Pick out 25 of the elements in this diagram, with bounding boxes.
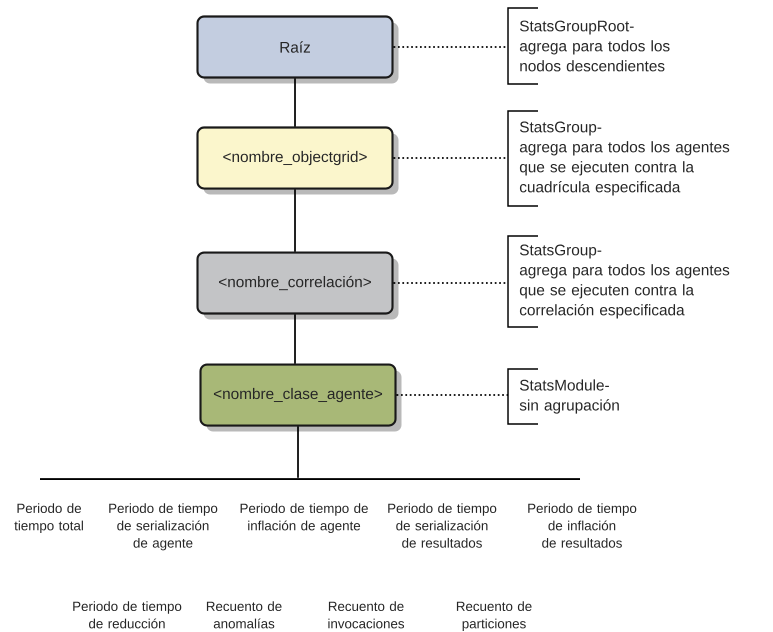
- leader-line: [394, 282, 508, 284]
- connector-line: [294, 314, 296, 364]
- leader-line: [394, 46, 508, 48]
- process-box: <nombre_clase_agente>: [199, 363, 402, 432]
- metric-label: Periodo de tiempo de reducción: [73, 601, 182, 628]
- leader-line: [396, 394, 508, 396]
- connector-line: [297, 426, 299, 478]
- metric-label: Recuento de particiones: [456, 601, 532, 632]
- bracketed-note: StatsGroupRoot- agrega para todos los nodos descendientes: [507, 7, 670, 85]
- bracketed-note: StatsModule- sin agrupación: [507, 368, 619, 425]
- metric-label: Periodo de tiempo de serialización de agente: [109, 503, 218, 550]
- metric-label: Periodo de tiempo de serialización de resultados: [388, 503, 496, 548]
- metric-label: Recuento de invocaciones: [328, 601, 404, 628]
- connector-line: [294, 78, 296, 126]
- process-box: <nombre_correlación>: [196, 251, 398, 320]
- metric-label: Recuento de anomalías: [206, 601, 282, 628]
- bracketed-note: StatsGroup- agrega para todos los agentes que se ejecuten contra la correlación especificada: [507, 235, 730, 328]
- leader-line: [394, 157, 508, 159]
- metric-label: Periodo de tiempo de inflación de agente: [240, 503, 368, 534]
- metric-label: Periodo de tiempo de inflación de resultados: [528, 503, 636, 548]
- metric-label: Periodo de tiempo total: [14, 503, 83, 534]
- bracketed-note: StatsGroup- agrega para todos los agentes que se ejecuten contra la cuadrícula especificada: [507, 110, 730, 207]
- process-box: <nombre_objectgrid>: [196, 126, 398, 194]
- process-box: Raíz: [196, 15, 398, 84]
- connector-line: [294, 190, 296, 252]
